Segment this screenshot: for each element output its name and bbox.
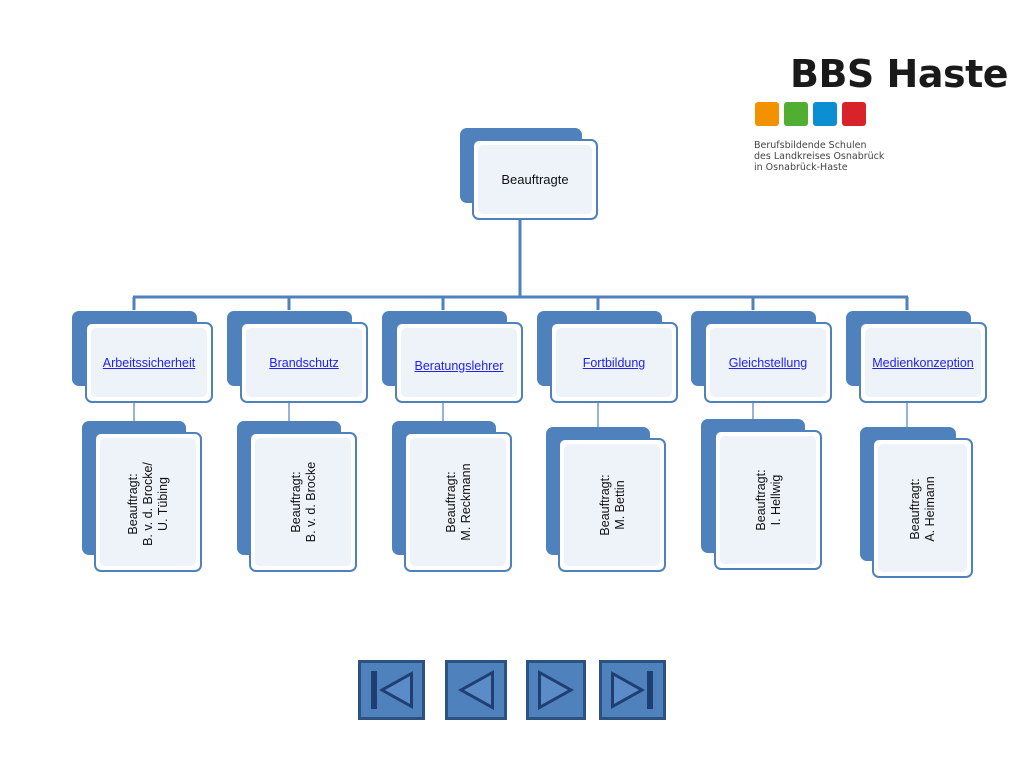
person-node-beratungslehrer: Beauftragt: M. Reckmann <box>404 432 512 572</box>
category-node-medienkonzeption[interactable]: Medienkonzeption <box>859 322 987 403</box>
category-link-brandschutz[interactable]: Brandschutz <box>269 355 339 370</box>
logo-square-blue <box>813 102 837 126</box>
first-slide-icon <box>371 671 413 709</box>
person-label: Beauftragt: A. Heimann <box>908 439 940 579</box>
person-label: Beauftragt: M. Reckmann <box>444 432 476 572</box>
person-label-line: Beauftragt: <box>908 478 922 540</box>
category-node-brandschutz[interactable]: Brandschutz <box>240 322 368 403</box>
logo-square-orange <box>755 102 779 126</box>
category-node-arbeitssicherheit[interactable]: Arbeitssicherheit <box>85 322 213 403</box>
previous-slide-button[interactable] <box>445 660 507 720</box>
person-label-line: Beauftragt: <box>754 469 768 531</box>
category-node-gleichstellung[interactable]: Gleichstellung <box>704 322 832 403</box>
person-label-line: Beauftragt: <box>444 471 458 533</box>
person-label-line: M. Reckmann <box>459 463 473 541</box>
logo-title: BBS Haste <box>790 52 1009 96</box>
next-slide-icon <box>538 670 574 710</box>
person-label-line: Beauftragt: <box>289 471 303 533</box>
category-link-beratungslehrer[interactable]: Beratungslehrer <box>414 358 504 373</box>
next-slide-button[interactable] <box>526 660 586 720</box>
category-link-medienkonzeption[interactable]: Medienkonzeption <box>872 355 974 370</box>
logo-square-red <box>842 102 866 126</box>
person-label-line: M. Bettin <box>613 480 627 530</box>
previous-slide-icon <box>458 670 494 710</box>
last-slide-icon <box>611 671 653 709</box>
person-label-line: B. v. d. Brocke/ <box>141 462 155 546</box>
person-label-line: B. v. d. Brocke <box>304 461 318 543</box>
person-node-fortbildung: Beauftragt: M. Bettin <box>558 438 666 572</box>
logo-square-green <box>784 102 808 126</box>
category-link-fortbildung[interactable]: Fortbildung <box>582 355 646 370</box>
category-link-arbeitssicherheit[interactable]: Arbeitssicherheit <box>102 355 196 370</box>
first-slide-button[interactable] <box>358 660 425 720</box>
person-node-brandschutz: Beauftragt: B. v. d. Brocke <box>249 432 357 572</box>
person-label: Beauftragt: B. v. d. Brocke/ U. Tübing <box>126 434 174 574</box>
person-label: Beauftragt: I. Hellwig <box>754 430 786 570</box>
person-label-line: U. Tübing <box>156 477 170 531</box>
logo-subtitle-line: des Landkreises Osnabrück <box>754 151 885 162</box>
last-slide-button[interactable] <box>599 660 666 720</box>
person-label-line: Beauftragt: <box>598 474 612 536</box>
person-node-medienkonzeption: Beauftragt: A. Heimann <box>872 438 973 578</box>
logo-subtitle-line: Berufsbildende Schulen <box>754 140 867 151</box>
person-label: Beauftragt: B. v. d. Brocke <box>289 432 321 572</box>
person-node-arbeitssicherheit: Beauftragt: B. v. d. Brocke/ U. Tübing <box>94 432 202 572</box>
person-label-line: I. Hellwig <box>769 474 783 526</box>
person-label: Beauftragt: M. Bettin <box>598 435 630 575</box>
person-label-line: A. Heimann <box>923 476 937 542</box>
category-node-beratungslehrer[interactable]: Beratungslehrer <box>395 322 523 403</box>
logo-subtitle: Berufsbildende Schulen des Landkreises O… <box>754 140 884 173</box>
person-label-line: Beauftragt: <box>126 473 140 535</box>
category-node-fortbildung[interactable]: Fortbildung <box>550 322 678 403</box>
person-node-gleichstellung: Beauftragt: I. Hellwig <box>714 430 822 570</box>
root-node-label: Beauftragte <box>501 172 569 187</box>
category-link-gleichstellung[interactable]: Gleichstellung <box>728 355 808 370</box>
root-node: Beauftragte <box>472 139 598 220</box>
logo-subtitle-line: in Osnabrück-Haste <box>754 162 848 173</box>
